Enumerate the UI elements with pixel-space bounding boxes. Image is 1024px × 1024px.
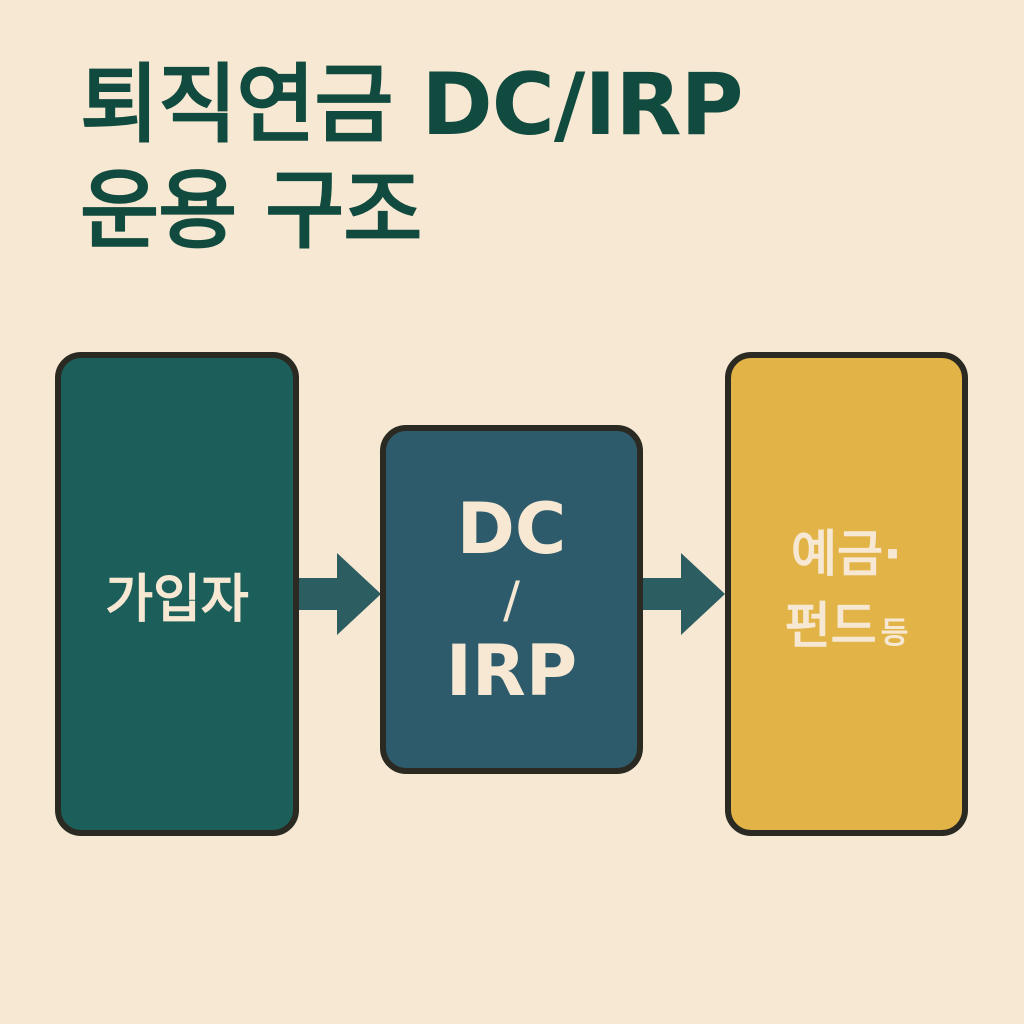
- assets-node-line-1: 예금·: [791, 525, 902, 583]
- dcirp-node-line-2: /: [503, 570, 520, 629]
- diagram-title: 퇴직연금 DC/IRP 운용 구조: [80, 52, 744, 264]
- title-line-1: 퇴직연금 DC/IRP: [80, 55, 744, 155]
- assets-node-suffix: 등: [880, 616, 909, 651]
- arrow-member-to-dcirp: [299, 553, 381, 635]
- assets-node-line-2-text: 펀드: [784, 597, 877, 655]
- dcirp-node-line-1: DC: [456, 487, 567, 570]
- member-node: 가입자: [55, 352, 299, 836]
- title-line-2: 운용 구조: [80, 161, 422, 261]
- dcirp-node: DC / IRP: [380, 425, 643, 774]
- arrow-dcirp-to-assets: [643, 553, 725, 635]
- dcirp-node-line-3: IRP: [445, 629, 578, 712]
- member-node-label: 가입자: [105, 569, 249, 630]
